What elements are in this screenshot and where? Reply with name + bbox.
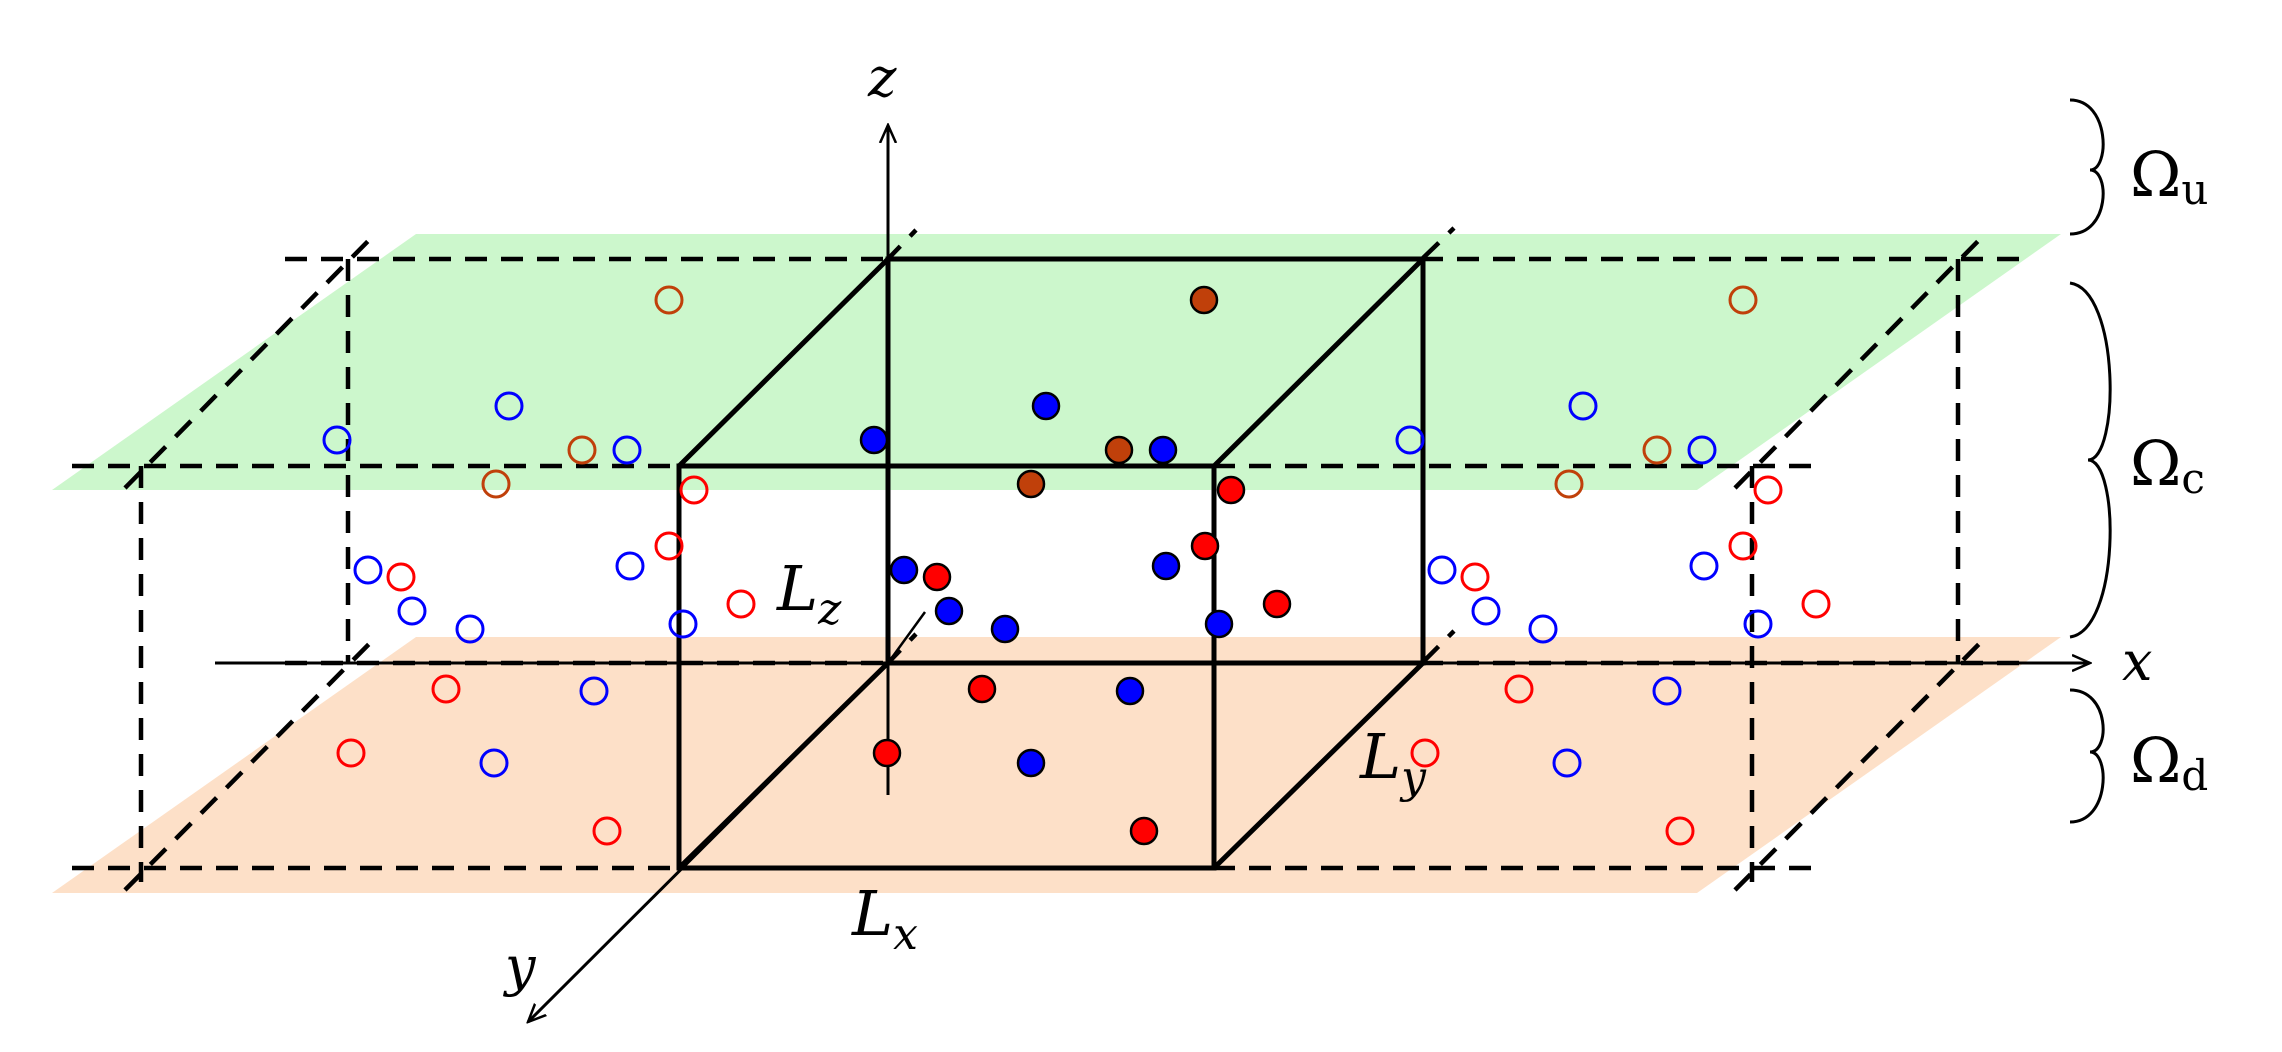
particle-image: [1728, 285, 1758, 315]
particle-image: [397, 596, 427, 626]
particle-filled: [1190, 531, 1220, 561]
particle-image: [615, 551, 645, 581]
upper-plane: [52, 234, 2061, 490]
omega-u-label: Ωu: [2130, 138, 2208, 214]
particle-image: [592, 816, 622, 846]
particle-image: [1528, 614, 1558, 644]
lz-label: Lz: [776, 552, 842, 635]
particle-image: [386, 562, 416, 592]
particle-image: [679, 475, 709, 505]
particle-filled: [1129, 816, 1159, 846]
lower-plane: [52, 637, 2061, 893]
particle-filled: [1148, 435, 1178, 465]
particle-image: [1427, 555, 1457, 585]
particle-filled: [967, 674, 997, 704]
x-axis-label: x: [2122, 630, 2152, 693]
particle-filled: [1016, 469, 1046, 499]
particle-image: [494, 391, 524, 421]
particle-image: [336, 738, 366, 768]
particle-image: [1471, 596, 1501, 626]
particle-image: [1460, 562, 1490, 592]
particle-image: [1665, 816, 1695, 846]
lx-label: Lx: [851, 877, 918, 960]
particle-image: [353, 555, 383, 585]
particle-filled: [1151, 551, 1181, 581]
particle-filled: [889, 555, 919, 585]
y-axis-label: y: [503, 935, 537, 998]
particle-filled: [872, 738, 902, 768]
particle-image: [1642, 435, 1672, 465]
particle-image: [654, 531, 684, 561]
ly-label: Ly: [1359, 720, 1427, 803]
particle-image: [481, 469, 511, 499]
brace-upper: [2069, 98, 2105, 236]
particle-filled: [859, 425, 889, 455]
particle-image: [654, 285, 684, 315]
particle-image: [322, 425, 352, 455]
particle-filled: [934, 596, 964, 626]
brace-center: [2069, 281, 2112, 639]
particle-image: [579, 676, 609, 706]
particle-filled: [1031, 391, 1061, 421]
particle-image: [1410, 738, 1440, 768]
particle-image: [1395, 425, 1425, 455]
omega-d-label: Ωd: [2130, 724, 2208, 800]
particle-filled: [1016, 748, 1046, 778]
particle-image: [1689, 551, 1719, 581]
particle-filled: [1104, 435, 1134, 465]
lz-leader-line: [886, 611, 927, 664]
particle-image: [479, 748, 509, 778]
particle-image: [612, 435, 642, 465]
particle-image: [1552, 748, 1582, 778]
particle-image: [1687, 435, 1717, 465]
brace-lower: [2069, 688, 2105, 824]
particle-filled: [1189, 285, 1219, 315]
particle-filled: [990, 614, 1020, 644]
z-axis-label: z: [867, 46, 897, 109]
particle-image: [668, 609, 698, 639]
particle-image: [1652, 676, 1682, 706]
particle-image: [1743, 609, 1773, 639]
particle-filled: [1115, 676, 1145, 706]
region-braces: [2069, 98, 2112, 824]
particle-image: [1568, 391, 1598, 421]
particle-image: [431, 674, 461, 704]
particle-filled: [922, 562, 952, 592]
omega-c-label: Ωc: [2130, 427, 2205, 503]
particle-image: [1554, 469, 1584, 499]
particle-image: [567, 435, 597, 465]
particle-image: [1504, 674, 1534, 704]
particle-image: [1753, 475, 1783, 505]
y-axis: [528, 661, 890, 1022]
particle-image: [726, 589, 756, 619]
particle-image: [1801, 589, 1831, 619]
particle-image: [455, 614, 485, 644]
particle-filled: [1204, 609, 1234, 639]
particles: [322, 285, 1831, 846]
particle-filled: [1262, 589, 1292, 619]
particle-image: [1728, 531, 1758, 561]
simulation-box: [676, 256, 1426, 871]
particle-filled: [1216, 475, 1246, 505]
